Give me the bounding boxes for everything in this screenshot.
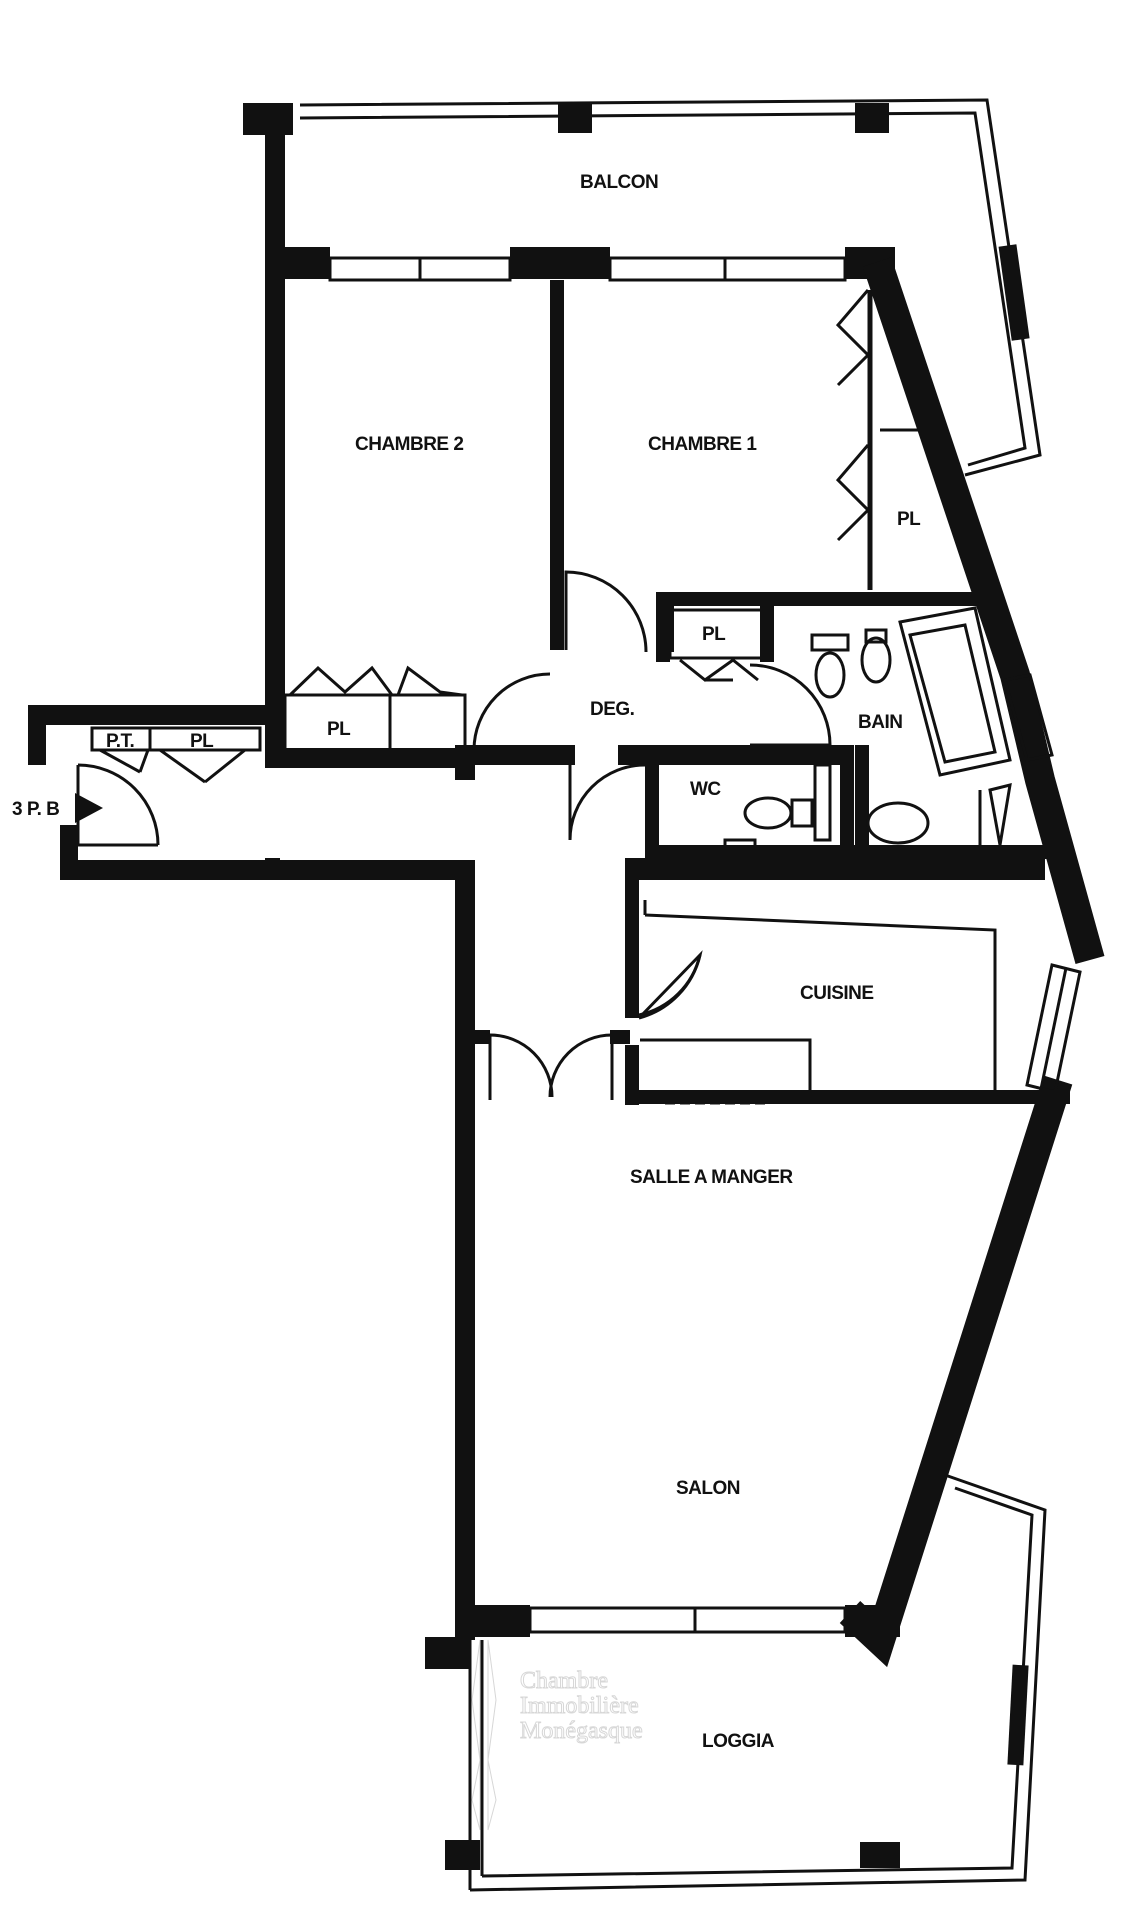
watermark-line1: Chambre — [520, 1668, 608, 1694]
kitchen-window — [1025, 963, 1082, 1094]
watermark-logo: Chambre Immobilière Monégasque — [471, 1639, 643, 1831]
room-label-chambre2: CHAMBRE 2 — [355, 434, 463, 455]
room-label-cuisine: CUISINE — [800, 983, 874, 1004]
room-label-pl-wardrobe: PL — [897, 509, 921, 530]
room-label-pl-entry: PL — [190, 731, 214, 752]
room-label-chambre1: CHAMBRE 1 — [648, 434, 757, 455]
bathroom — [810, 606, 1055, 860]
room-label-salle-a-manger: SALLE A MANGER — [630, 1167, 793, 1188]
entrance-label: 3 P. B — [12, 799, 59, 820]
entry-walls — [28, 705, 843, 880]
wc-room — [645, 745, 865, 860]
room-label-wc: WC — [690, 779, 721, 800]
hall-doors — [472, 570, 832, 841]
kitchen — [625, 858, 1070, 1105]
watermark-line3: Monégasque — [520, 1718, 643, 1744]
room-label-pt: P.T. — [106, 731, 134, 752]
watermark-line2: Immobilière — [520, 1693, 639, 1719]
room-label-balcon: BALCON — [580, 172, 658, 193]
room-label-bain: BAIN — [858, 712, 902, 733]
room-label-salon: SALON — [676, 1478, 740, 1499]
room-label-pl-cupboard: PL — [327, 719, 351, 740]
room-label-deg: DEG. — [590, 699, 634, 720]
dining-double-doors — [470, 1030, 630, 1100]
entrance-arrow-icon — [75, 793, 103, 823]
bath-window — [1003, 673, 1054, 762]
room-label-pl-hall: PL — [702, 624, 726, 645]
room-label-loggia: LOGGIA — [702, 1731, 775, 1752]
loggia-outline — [425, 1473, 1047, 1892]
hall-cupboards — [283, 665, 467, 752]
bedroom-walls — [550, 280, 992, 652]
exterior-walls — [265, 103, 1105, 1668]
